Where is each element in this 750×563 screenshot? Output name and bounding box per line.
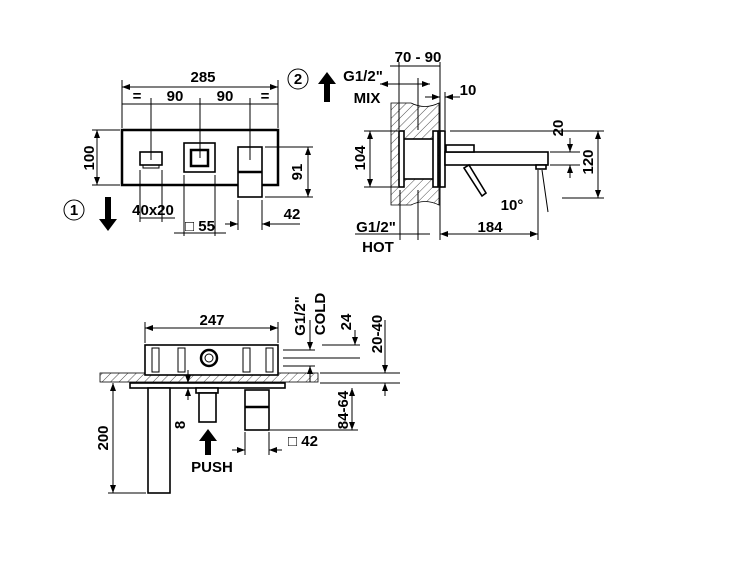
dim-button-gap: 8 <box>172 421 189 429</box>
dim-lever-width: 42 <box>284 206 301 223</box>
dim-spacing-left: 90 <box>167 88 184 105</box>
dim-spacing-right: 90 <box>217 88 234 105</box>
dim-wall-depth: 70 - 90 <box>395 49 442 66</box>
cold-thread: G1/2" <box>292 296 309 336</box>
arrow-down-icon <box>99 197 117 231</box>
mix-label: MIX <box>354 90 381 107</box>
callout-1-label: 1 <box>70 202 78 219</box>
push-arrow-icon <box>199 429 217 455</box>
dim-flange-offset: 10 <box>460 82 477 99</box>
dim-lever-height: 91 <box>289 164 306 181</box>
arrow-up-icon <box>318 72 336 102</box>
hot-thread: G1/2" <box>356 219 396 236</box>
dim-spout-projection: 200 <box>95 425 112 450</box>
dim-spout-thickness: 20 <box>550 120 567 137</box>
dim-equal-left: = <box>133 88 142 105</box>
lever-top <box>244 389 270 431</box>
dim-body-width: 247 <box>199 312 224 329</box>
hot-label: HOT <box>362 239 394 256</box>
callout-2-label: 2 <box>294 71 302 88</box>
dim-button-size: □ 55 <box>185 218 215 235</box>
dim-body-height: 104 <box>352 145 369 171</box>
dim-lever-size: □ 42 <box>288 433 318 450</box>
spout <box>444 151 549 166</box>
dim-equal-right: = <box>261 88 270 105</box>
dim-spout-length: 184 <box>477 219 503 236</box>
dim-protrusion-range: 84-64 <box>335 390 352 429</box>
mix-thread: G1/2" <box>343 68 383 85</box>
dim-cover-range: 20-40 <box>369 315 386 353</box>
spout-top <box>147 387 171 494</box>
cold-label: COLD <box>312 293 329 336</box>
push-label: PUSH <box>191 459 233 476</box>
dim-angle: 10° <box>501 197 524 214</box>
mixer-body <box>399 138 438 180</box>
dim-inlet-offset: 24 <box>338 313 355 330</box>
top-view: 247 G1/2" COLD 24 20-40 84-64 8 200 PUSH… <box>95 293 400 494</box>
side-view: 2 G1/2" MIX 70 - 90 10 104 20 120 10° 18… <box>287 49 604 256</box>
front-view: 1 285 = 90 90 = 100 91 40x20 □ 55 42 <box>63 69 313 236</box>
dim-total-height: 120 <box>580 149 597 174</box>
dim-width-total: 285 <box>190 69 215 86</box>
dim-knob-size: 40x20 <box>132 202 174 219</box>
side-lever <box>462 163 488 198</box>
dim-height: 100 <box>81 145 98 170</box>
push-button-top <box>198 392 217 423</box>
callout-circle-1 <box>63 199 85 221</box>
callout-circle-2 <box>287 68 309 90</box>
cold-inlet <box>199 348 219 368</box>
